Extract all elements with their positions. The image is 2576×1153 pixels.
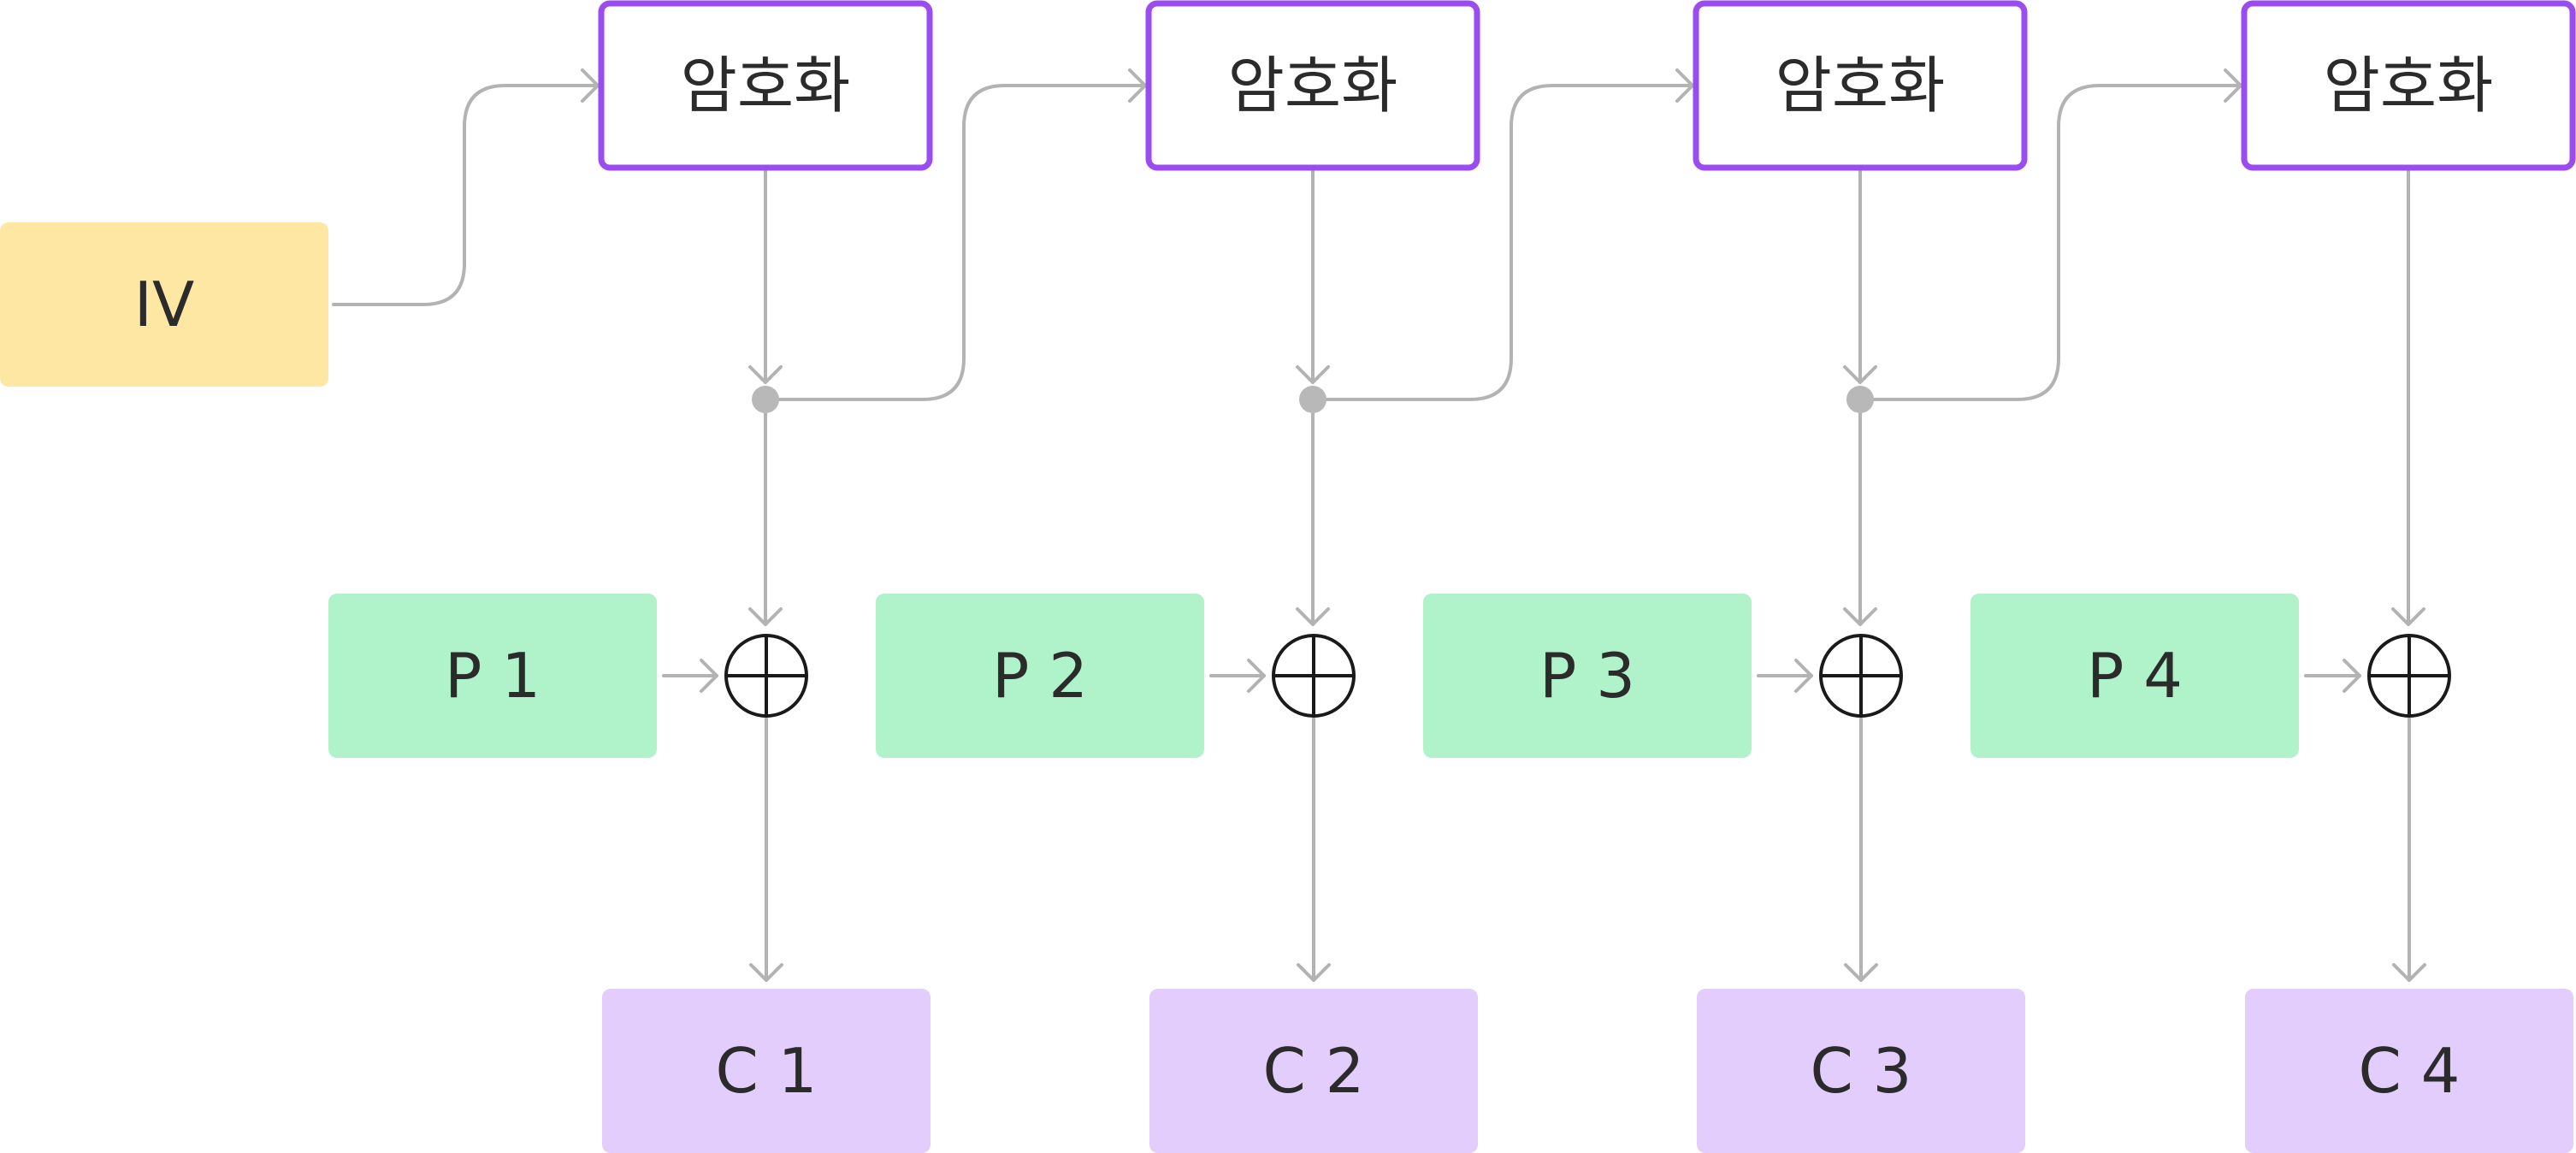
arrowhead-icon xyxy=(1128,68,1147,103)
encrypt-block-1: 암호화 xyxy=(598,0,933,171)
encrypt-block-4: 암호화 xyxy=(2241,0,2576,171)
arrowhead-icon xyxy=(2392,963,2426,982)
encrypt-box xyxy=(2241,0,2576,171)
encrypt-label: 암호화 xyxy=(681,50,851,121)
iv-block: IV xyxy=(0,222,328,387)
arrowhead-icon xyxy=(1297,963,1331,982)
plaintext-box xyxy=(876,594,1204,758)
arrowhead-icon xyxy=(1843,365,1877,384)
encrypt-block-3: 암호화 xyxy=(1693,0,2028,171)
xor-icon-1 xyxy=(724,634,808,718)
xor-icon-2 xyxy=(1272,634,1356,718)
feedback-line xyxy=(1325,84,1694,401)
arrowhead-icon xyxy=(1296,365,1330,384)
arrowhead-icon xyxy=(2343,659,2361,693)
encrypt-box xyxy=(1145,0,1480,171)
arrowhead-icon xyxy=(1794,659,1813,693)
arrowhead-icon xyxy=(1247,659,1266,693)
encrypt-label: 암호화 xyxy=(1228,50,1398,121)
plaintext-box xyxy=(1970,594,2299,758)
arrowhead-icon xyxy=(748,365,783,384)
plaintext-block-3: P 3 xyxy=(1423,594,1752,758)
arrowhead-icon xyxy=(581,68,600,103)
connector-layer xyxy=(332,68,2426,982)
encrypt-box xyxy=(1693,0,2028,171)
arrowhead-icon xyxy=(2391,607,2425,626)
arrowhead-icon xyxy=(748,607,783,626)
xor-icon-4 xyxy=(2367,634,2451,718)
iv-box xyxy=(0,222,328,387)
arrowhead-icon xyxy=(1844,963,1878,982)
plaintext-label: P 2 xyxy=(992,640,1088,712)
ciphertext-label: C 3 xyxy=(1811,1035,1912,1107)
feedback-line xyxy=(777,84,1147,401)
ciphertext-box xyxy=(602,989,931,1153)
encrypt-label: 암호화 xyxy=(2324,50,2494,121)
plaintext-label: P 4 xyxy=(2087,640,2183,712)
plaintext-label: P 1 xyxy=(445,640,541,712)
plaintext-block-4: P 4 xyxy=(1970,594,2299,758)
plaintext-box xyxy=(1423,594,1752,758)
ciphertext-block-4: C 4 xyxy=(2245,989,2573,1153)
encrypt-label: 암호화 xyxy=(1775,50,1946,121)
xor-icon-3 xyxy=(1819,634,1903,718)
arrowhead-icon xyxy=(1675,68,1694,103)
plaintext-block-2: P 2 xyxy=(876,594,1204,758)
ciphertext-label: C 4 xyxy=(2359,1035,2461,1107)
ciphertext-label: C 1 xyxy=(716,1035,818,1107)
arrowhead-icon xyxy=(749,963,783,982)
ciphertext-block-3: C 3 xyxy=(1697,989,2025,1153)
ciphertext-box xyxy=(2245,989,2573,1153)
arrowhead-icon xyxy=(2224,68,2242,103)
junction-dot-icon-3 xyxy=(1846,386,1874,413)
encrypt-block-2: 암호화 xyxy=(1145,0,1480,171)
ciphertext-box xyxy=(1149,989,1478,1153)
ciphertext-label: C 2 xyxy=(1263,1035,1365,1107)
iv-label: IV xyxy=(134,269,195,340)
plaintext-label: P 3 xyxy=(1539,640,1635,712)
arrowhead-icon xyxy=(1843,607,1877,626)
encrypt-box xyxy=(598,0,933,171)
feedback-line xyxy=(1872,84,2242,401)
junction-dot-icon-2 xyxy=(1299,386,1326,413)
arrowhead-icon xyxy=(700,659,718,693)
plaintext-block-1: P 1 xyxy=(328,594,657,758)
ciphertext-block-1: C 1 xyxy=(602,989,931,1153)
junction-dot-icon-1 xyxy=(752,386,779,413)
iv-to-encrypt-line xyxy=(332,84,600,306)
plaintext-box xyxy=(328,594,657,758)
arrowhead-icon xyxy=(1296,607,1330,626)
ciphertext-block-2: C 2 xyxy=(1149,989,1478,1153)
ciphertext-box xyxy=(1697,989,2025,1153)
